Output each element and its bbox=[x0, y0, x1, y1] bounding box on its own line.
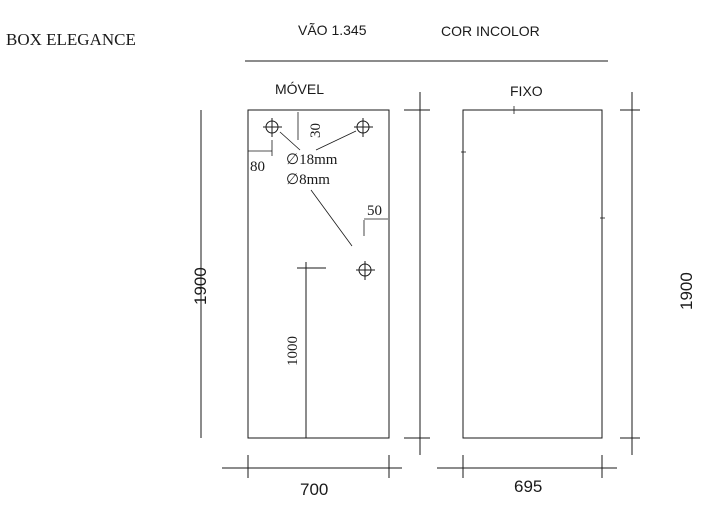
fixo-width-dim: 695 bbox=[514, 477, 542, 496]
dim-80-text: 80 bbox=[250, 159, 265, 175]
vao-label: VÃO 1.345 bbox=[298, 22, 367, 38]
movel-panel bbox=[247, 109, 390, 439]
project-title: BOX ELEGANCE bbox=[6, 30, 136, 49]
cor-label: COR INCOLOR bbox=[441, 23, 540, 39]
leader-top-right bbox=[315, 130, 357, 151]
hole-middle bbox=[356, 261, 375, 280]
hole-top-right bbox=[354, 118, 373, 137]
leader-top-left bbox=[279, 131, 301, 151]
hole-top-left bbox=[263, 118, 282, 137]
dim-30-text: 30 bbox=[308, 123, 324, 138]
movel-height-dim: 1900 bbox=[191, 267, 210, 305]
dim-50-text: 50 bbox=[367, 203, 382, 219]
movel-label: MÓVEL bbox=[275, 81, 324, 97]
dim-1000-text: 1000 bbox=[285, 336, 301, 366]
fixo-height-dim: 1900 bbox=[677, 272, 696, 310]
fixo-panel bbox=[462, 109, 603, 439]
fixo-label: FIXO bbox=[510, 83, 543, 99]
hole-note-8mm: ∅8mm bbox=[286, 172, 330, 188]
hole-note-18mm: ∅18mm bbox=[286, 152, 338, 168]
leader-middle bbox=[310, 189, 353, 247]
movel-width-dim: 700 bbox=[300, 480, 328, 499]
